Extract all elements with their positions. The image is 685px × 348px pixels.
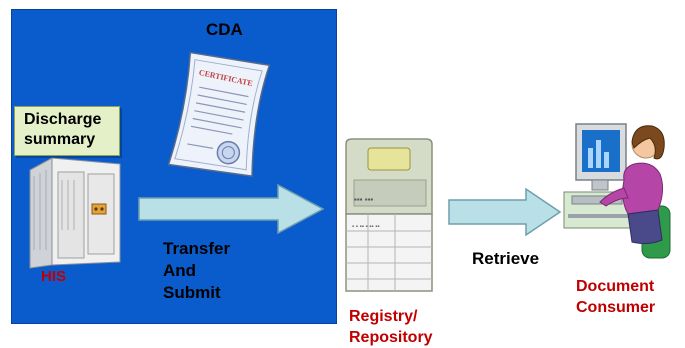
discharge-summary-note: Discharge summary <box>14 106 120 156</box>
svg-text:▪▪▪ ▪▪▪: ▪▪▪ ▪▪▪ <box>354 195 373 204</box>
his-label: HIS <box>41 268 67 285</box>
cda-certificate-icon: CERTIFICATE <box>167 51 271 177</box>
transfer-arrow <box>138 183 325 235</box>
retrieve-label: Retrieve <box>472 249 540 268</box>
registry-line1: Registry/ <box>349 308 418 325</box>
registry-repository-label: Registry/ Repository <box>349 306 433 348</box>
cda-label: CDA <box>206 20 243 39</box>
retrieve-arrow <box>448 187 562 237</box>
registry-line2: Repository <box>349 329 433 346</box>
transfer-line1: Transfer <box>163 239 231 258</box>
document-consumer-person-icon <box>563 123 671 259</box>
discharge-line1: Discharge <box>24 111 102 128</box>
document-consumer-label: Document Consumer <box>576 276 655 318</box>
svg-text:▪ ▪ ▪▪ ▪ ▪▪ ▪▪: ▪ ▪ ▪▪ ▪ ▪▪ ▪▪ <box>352 224 379 230</box>
registry-repository-icon: ▪▪▪ ▪▪▪ ▪ ▪ ▪▪ ▪ ▪▪ ▪▪ <box>345 138 433 292</box>
his-server-icon <box>29 157 121 269</box>
consumer-line1: Document <box>576 278 655 295</box>
transfer-and-submit-label: Transfer And Submit <box>163 238 230 304</box>
consumer-line2: Consumer <box>576 299 656 316</box>
transfer-line2: And <box>163 261 197 280</box>
discharge-line2: summary <box>24 131 96 148</box>
transfer-line3: Submit <box>163 283 221 302</box>
